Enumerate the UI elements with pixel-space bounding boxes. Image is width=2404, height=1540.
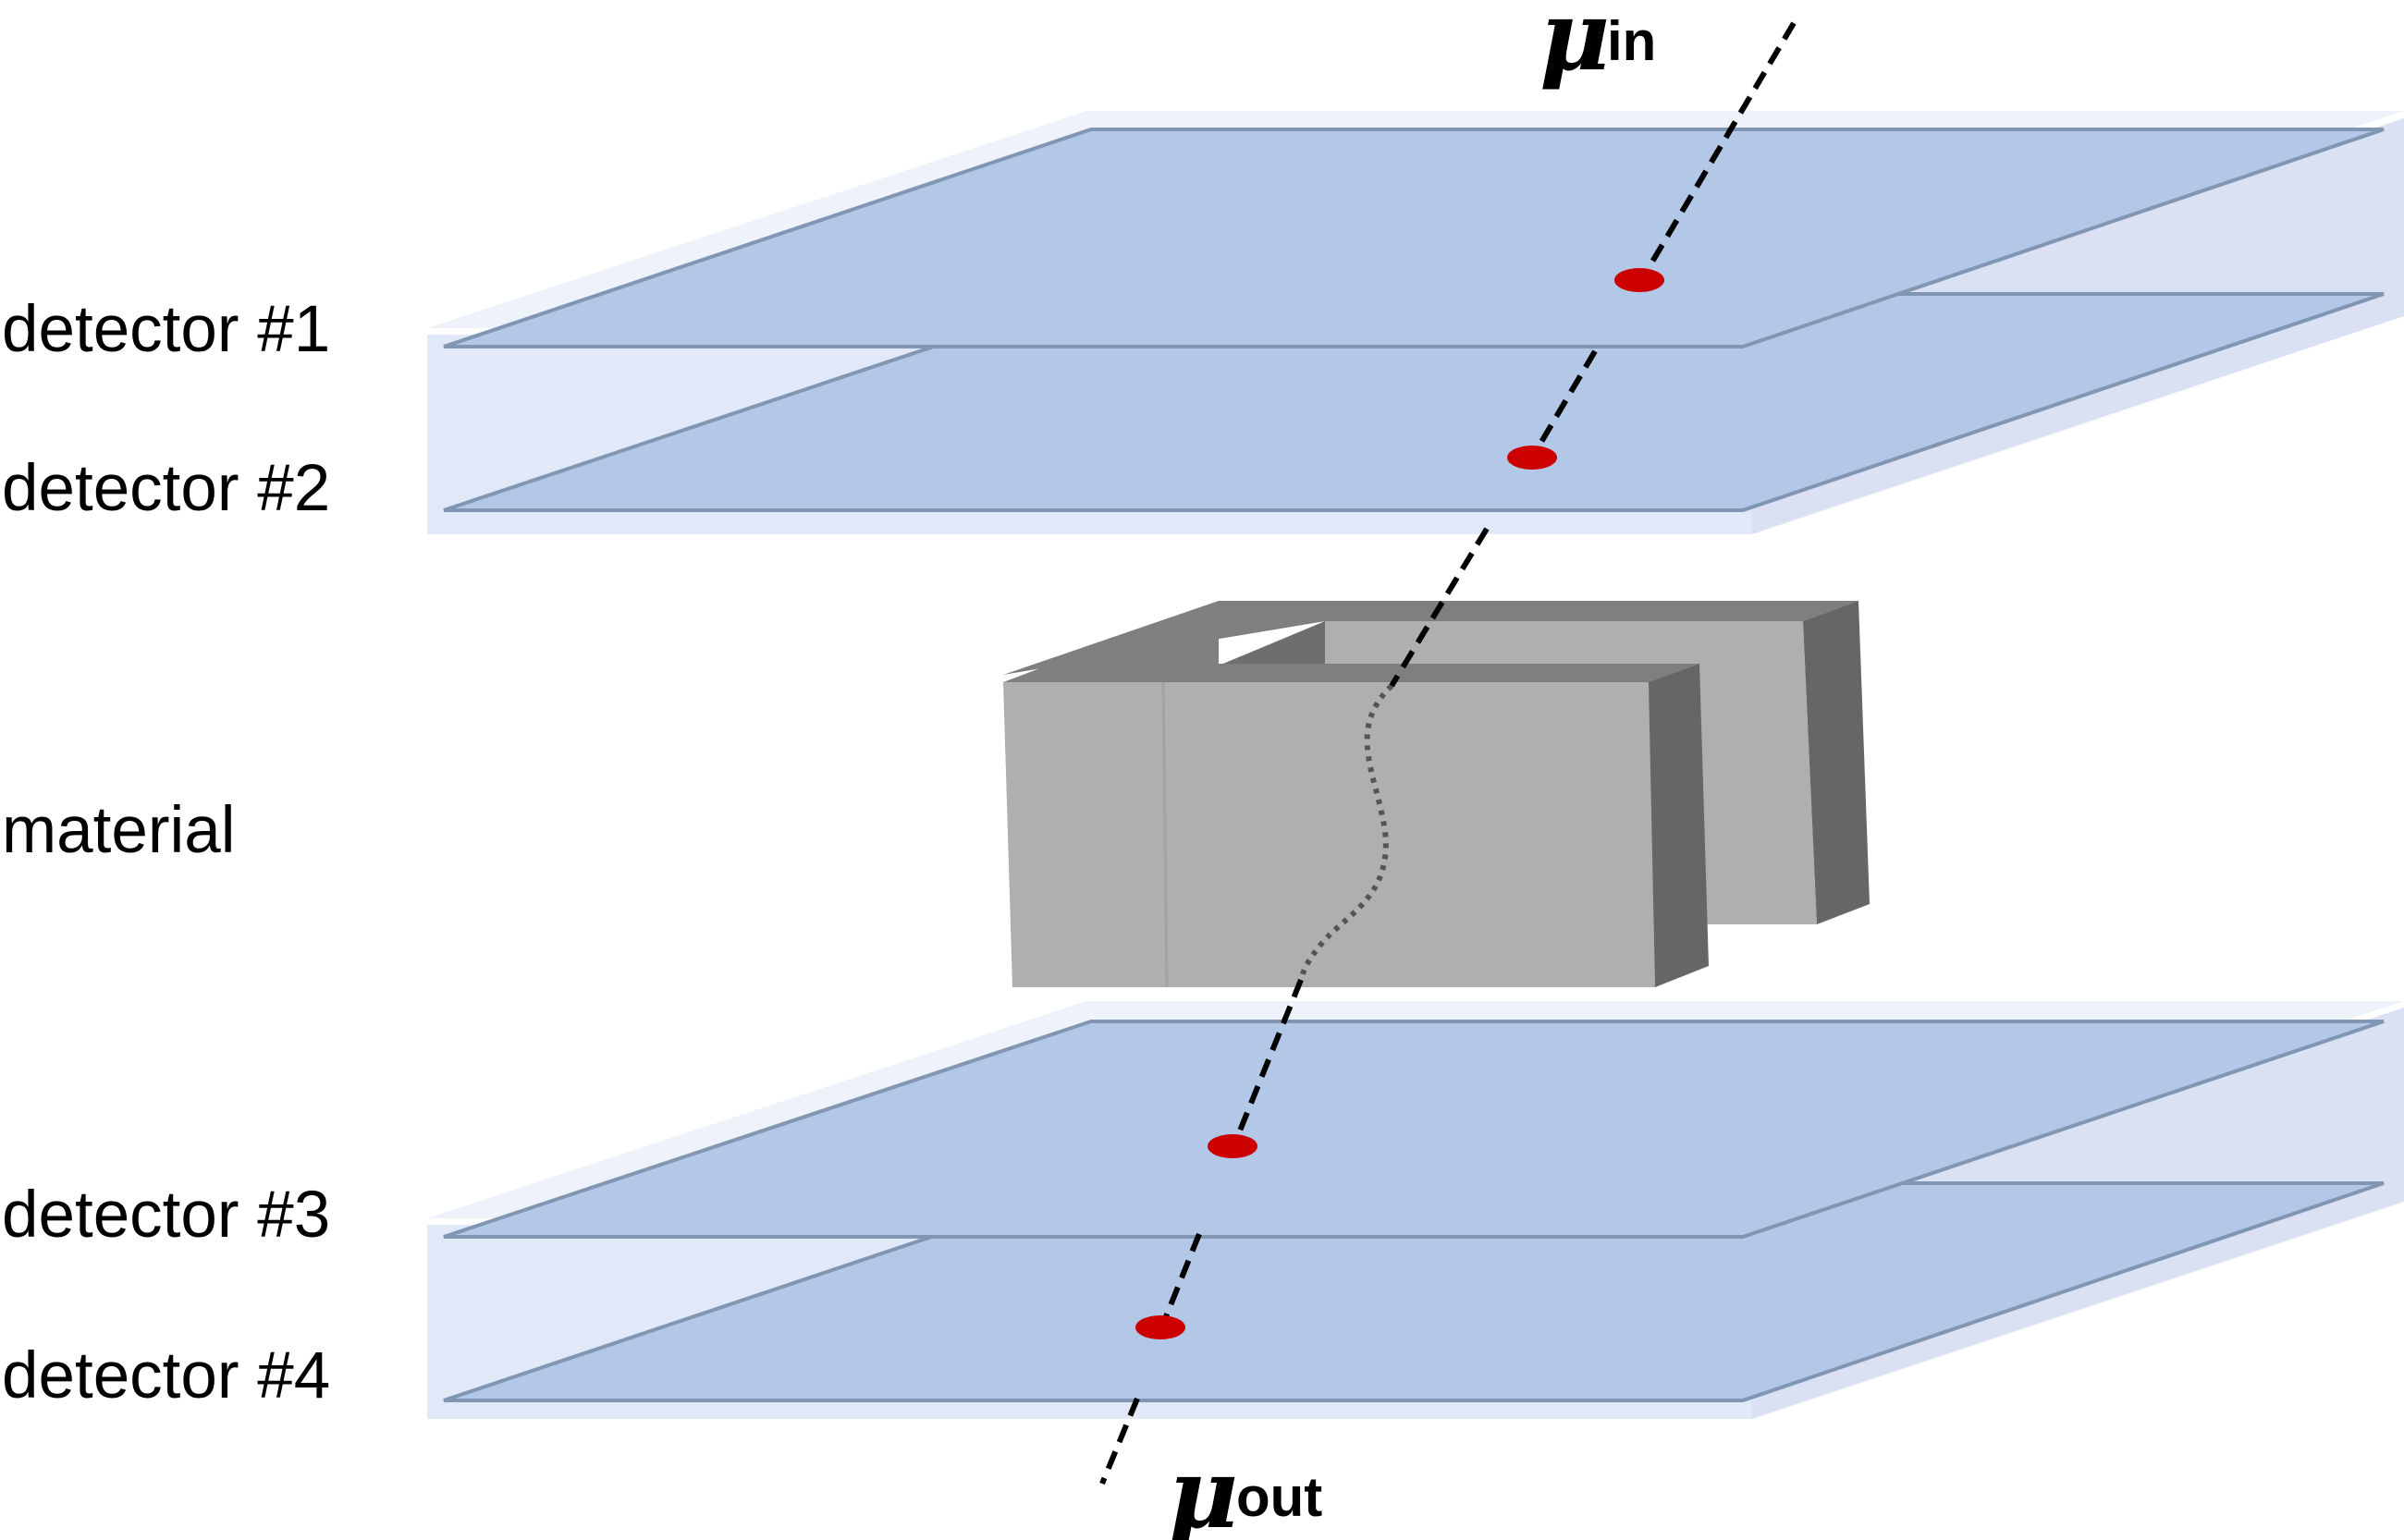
muon-track — [1099, 21, 1797, 1485]
detector-2-plane — [443, 292, 2385, 512]
material-inner-top — [1219, 621, 1325, 666]
detector-1-label: detector #1 — [2, 293, 330, 366]
hit-points — [1135, 268, 1664, 1339]
detector-4-plane — [443, 1181, 2385, 1402]
muon-in-label: μ in — [1539, 0, 1656, 92]
detector-4-label: detector #4 — [2, 1339, 330, 1412]
track-incoming-segment — [1640, 21, 1797, 279]
lower-detector-stack — [427, 1001, 2404, 1419]
material-label: material — [2, 794, 236, 867]
track-between-detector-1-2 — [1529, 349, 1598, 459]
track-to-material — [1389, 527, 1490, 688]
material-back-side — [1803, 601, 1870, 924]
material-front-side — [1649, 664, 1709, 987]
muon-in-symbol: μ — [1539, 0, 1610, 92]
detector-3-plane — [443, 1020, 2385, 1239]
hit-point-detector-1 — [1614, 268, 1664, 292]
hit-point-detector-2 — [1507, 446, 1557, 470]
upper-detector-stack — [427, 111, 2404, 534]
track-between-detector-3-4 — [1160, 1232, 1202, 1326]
hit-point-detector-4 — [1135, 1315, 1185, 1339]
track-outgoing-segment — [1099, 1397, 1140, 1485]
track-to-detector-3 — [1232, 978, 1304, 1146]
muon-out-symbol: μ — [1168, 1436, 1238, 1540]
muon-out-label: μ out — [1168, 1436, 1322, 1540]
hit-point-detector-3 — [1208, 1134, 1257, 1158]
material-front-crease — [1161, 681, 1169, 988]
muon-out-subscript: out — [1236, 1466, 1322, 1528]
detector-3-label: detector #3 — [2, 1179, 330, 1252]
detector-2-label: detector #2 — [2, 452, 330, 525]
muon-in-subscript: in — [1607, 10, 1656, 72]
detector-1-plane — [443, 128, 2385, 348]
material-block — [1003, 601, 1870, 988]
material-front-face — [1003, 682, 1655, 987]
material-left-top — [1003, 601, 1219, 682]
